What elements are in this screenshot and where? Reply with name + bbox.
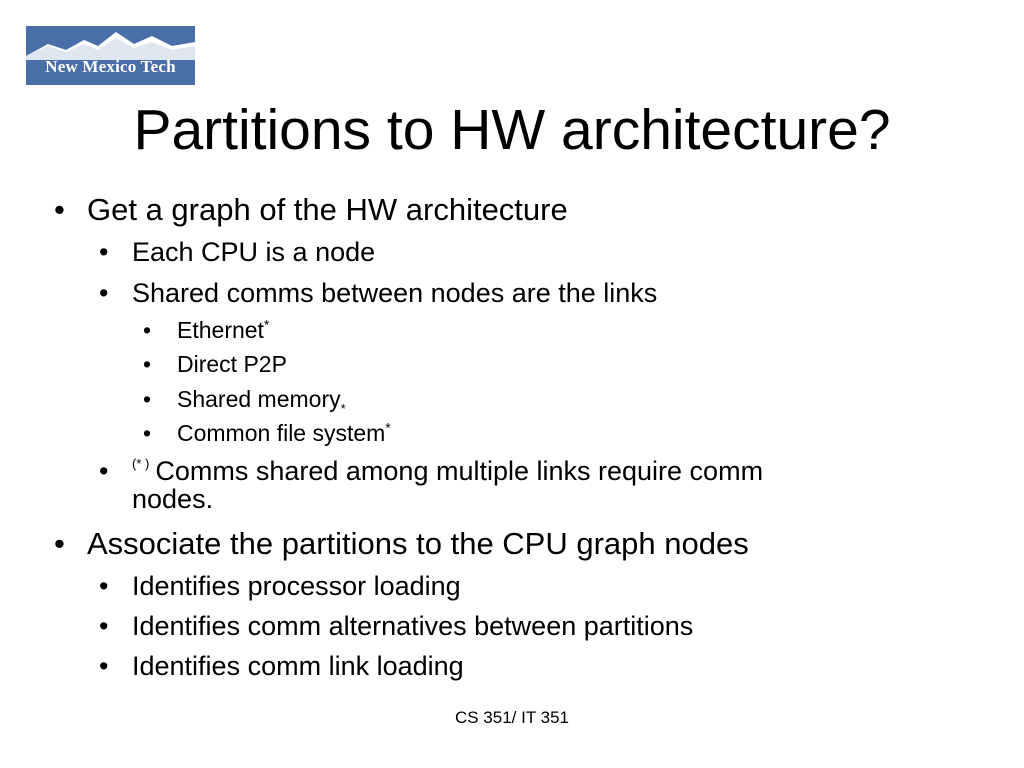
new-mexico-tech-logo: New Mexico Tech bbox=[26, 26, 195, 85]
bullet-item-level2: Shared comms between nodes are the links bbox=[132, 278, 658, 308]
bullet-icon: • bbox=[54, 192, 65, 227]
bullet-icon: • bbox=[143, 420, 152, 446]
bullet-icon: • bbox=[143, 317, 152, 343]
footnote-mark: * bbox=[340, 401, 346, 416]
bullet-item-level2: Identifies comm link loading bbox=[132, 651, 464, 681]
bullet-icon: • bbox=[54, 526, 65, 561]
bullet-icon: • bbox=[99, 571, 109, 601]
bullet-item-level2: (* ) Comms shared among multiple links re… bbox=[132, 456, 763, 487]
bullet-item-text: Ethernet bbox=[177, 317, 264, 343]
footnote-mark: * bbox=[385, 420, 391, 436]
bullet-item-level3: Direct P2P bbox=[177, 351, 287, 377]
bullet-icon: • bbox=[143, 386, 152, 412]
bullet-item-level2: Each CPU is a node bbox=[132, 237, 376, 267]
bullet-item-text: Shared memory bbox=[177, 386, 341, 412]
bullet-icon: • bbox=[99, 456, 109, 486]
bullet-item-level2: Identifies comm alternatives between par… bbox=[132, 611, 694, 641]
bullet-icon: • bbox=[99, 237, 109, 267]
slide-title: Partitions to HW architecture? bbox=[133, 98, 891, 162]
bullet-item-level3: Common file system* bbox=[177, 420, 391, 447]
bullet-item-level1: Associate the partitions to the CPU grap… bbox=[87, 526, 749, 561]
bullet-item-level1: Get a graph of the HW architecture bbox=[87, 192, 568, 227]
bullet-icon: • bbox=[99, 278, 109, 308]
bullet-item-continuation: nodes. bbox=[132, 484, 214, 514]
mountain-icon bbox=[26, 26, 195, 85]
bullet-icon: • bbox=[143, 351, 152, 377]
slide-footer: CS 351/ IT 351 bbox=[454, 708, 570, 727]
bullet-icon: • bbox=[99, 651, 109, 681]
footnote-mark: * bbox=[263, 317, 270, 333]
bullet-item-level3: Ethernet* bbox=[177, 317, 269, 344]
bullet-item-text: Comms shared among multiple links requir… bbox=[155, 456, 764, 486]
bullet-icon: • bbox=[99, 611, 109, 641]
bullet-item-level3: Shared memory* bbox=[177, 386, 346, 416]
logo-text: New Mexico Tech bbox=[45, 57, 176, 76]
footnote-prefix: (* ) bbox=[132, 456, 150, 471]
bullet-item-level2: Identifies processor loading bbox=[132, 571, 461, 601]
bullet-item-text: Common file system bbox=[177, 420, 386, 446]
